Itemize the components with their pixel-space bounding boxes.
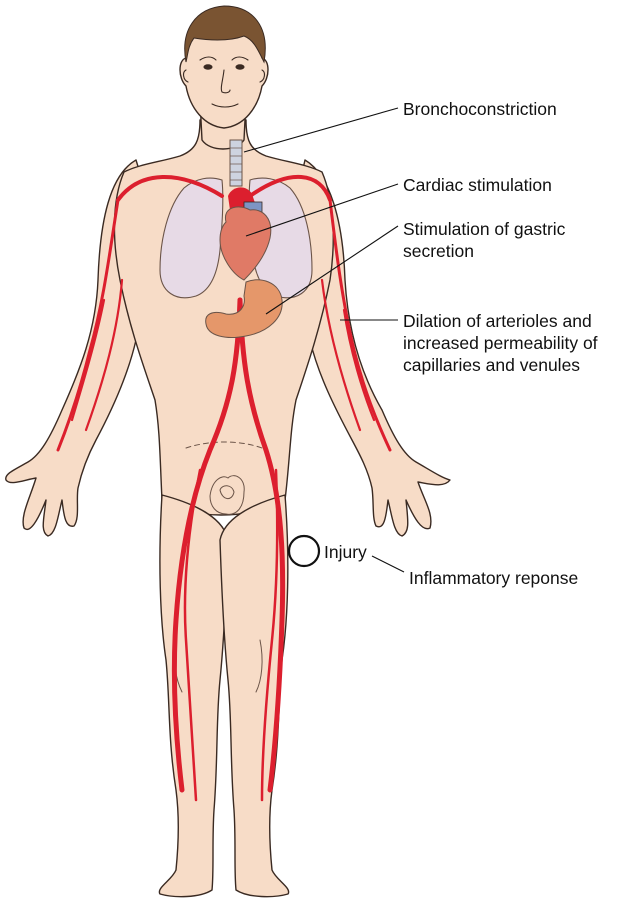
left-leg — [159, 495, 228, 897]
label-dilation-line-1: Dilation of arterioles and — [403, 310, 598, 332]
label-dilation-line-2: increased permeability of — [403, 332, 598, 354]
label-gastric-secretion: Stimulation of gastric secretion — [403, 218, 565, 262]
label-dilation-line-3: capillaries and venules — [403, 354, 598, 376]
trachea — [230, 140, 242, 186]
label-cardiac-stimulation: Cardiac stimulation — [403, 174, 552, 196]
label-inflammatory-response: Inflammatory reponse — [409, 567, 578, 589]
label-bronchoconstriction: Bronchoconstriction — [403, 98, 557, 120]
label-gastric-line-2: secretion — [403, 240, 565, 262]
label-injury: Injury — [324, 541, 367, 563]
label-dilation: Dilation of arterioles and increased per… — [403, 310, 598, 376]
injury-marker — [289, 536, 319, 566]
label-gastric-line-1: Stimulation of gastric — [403, 218, 565, 240]
